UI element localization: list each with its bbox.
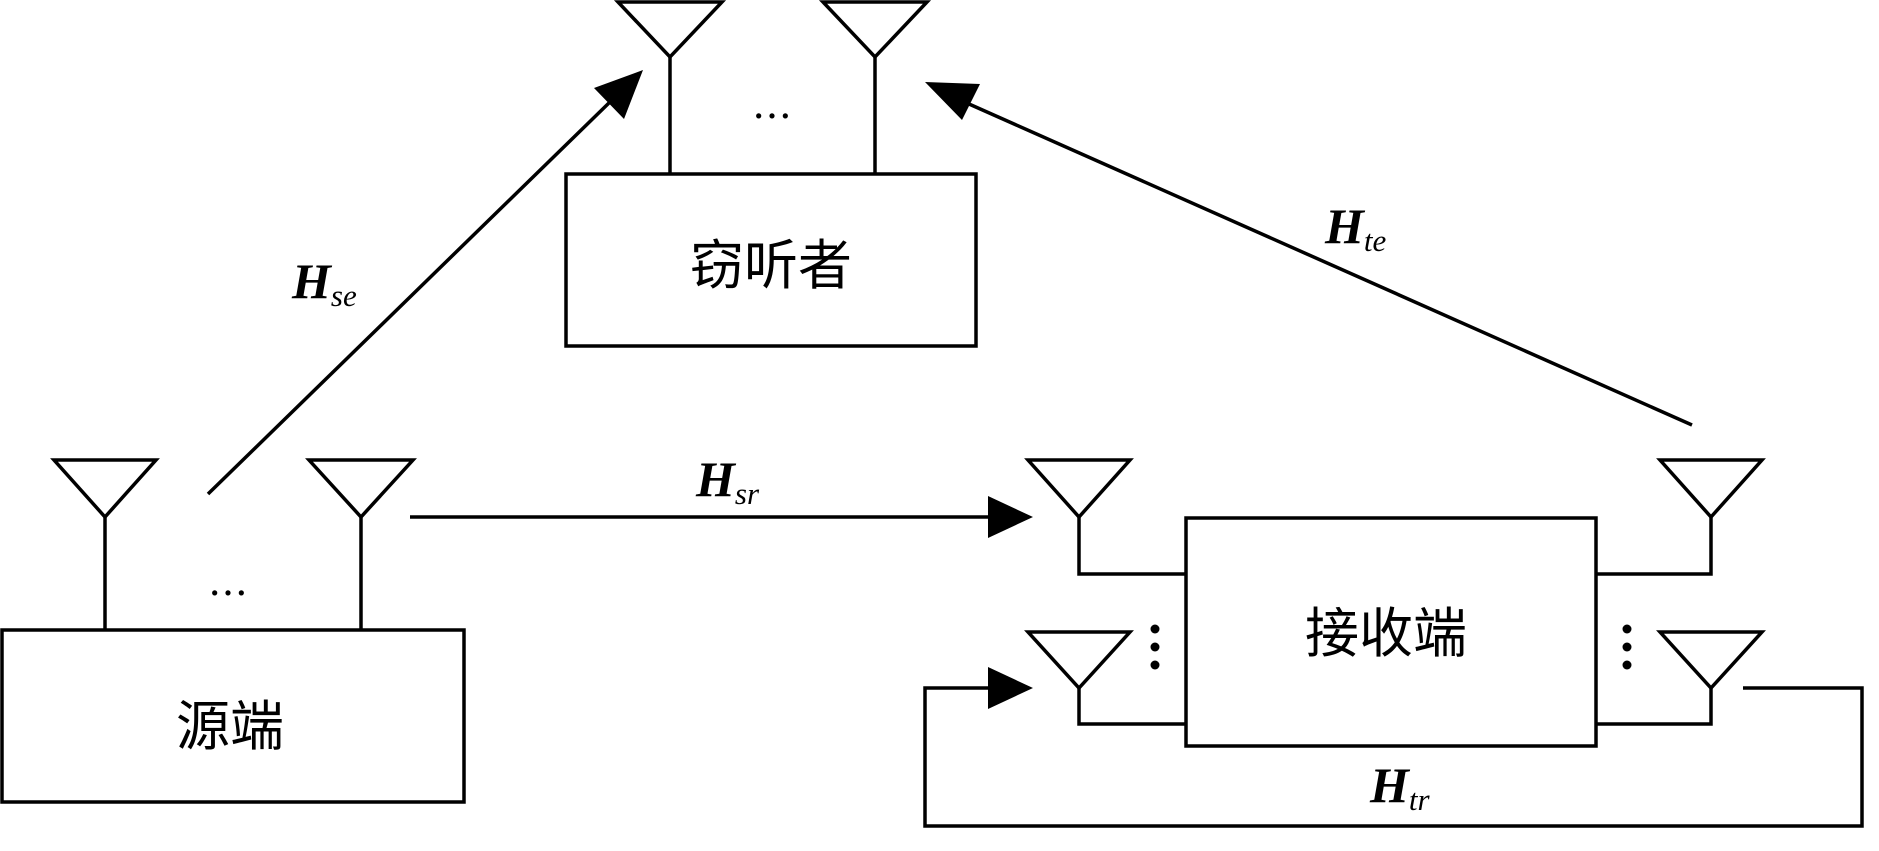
channel-h-tr: Htr [923,667,1864,828]
antenna-icon [1024,630,1134,691]
h-sr-subscript: sr [735,476,760,511]
arrow-head-icon [925,82,980,120]
channel-h-se: Hse [206,70,643,496]
source-box [0,628,466,804]
antenna-icon [1024,458,1134,520]
antenna-icon [305,458,417,520]
receiver-box [1184,516,1598,748]
eavesdropper-antenna-2 [818,0,932,174]
channel-h-sr: Hsr [410,451,1033,538]
h-te-label: Hte [1324,198,1387,258]
h-tr-subscript: tr [1409,782,1431,817]
h-te-subscript: te [1364,223,1387,258]
eavesdropper-label: 窃听者 [690,234,852,297]
receiver-right-vertical-ellipsis [1622,624,1632,670]
receiver-right-antenna-2 [1596,630,1766,726]
eavesdropper-node: 窃听者 … [564,0,978,348]
h-tr-label: Htr [1369,757,1431,817]
h-te-symbol: H [1324,198,1366,254]
h-tr-symbol: H [1369,757,1411,813]
source-antenna-1 [50,458,160,630]
eavesdropper-antenna-1 [613,0,727,174]
h-se-symbol: H [291,253,333,309]
h-se-subscript: se [331,278,357,313]
receiver-left-antenna-2 [1024,630,1186,726]
antenna-icon [1656,458,1766,520]
eavesdropper-antenna-ellipsis: … [752,82,792,128]
source-antenna-ellipsis: … [208,559,248,605]
h-sr-symbol: H [695,451,737,507]
receiver-left-vertical-ellipsis [1150,624,1160,670]
source-node: 源端 … [0,458,466,804]
channel-h-te: Hte [925,82,1693,427]
receiver-label: 接收端 [1305,602,1467,665]
h-sr-label: Hsr [695,451,760,511]
receiver-right-antenna-1 [1596,458,1766,576]
h-se-arrow-line [206,98,614,496]
receiver-left-antenna-1 [1024,458,1186,576]
arrow-head-icon [988,496,1033,538]
receiver-node: 接收端 [1024,458,1766,748]
h-se-label: Hse [291,253,357,313]
antenna-icon [1656,630,1766,691]
eavesdropper-box [564,172,978,348]
arrow-head-icon [594,70,643,119]
h-tr-loop-line [923,686,1864,828]
source-label: 源端 [176,695,284,758]
antenna-icon [50,458,160,520]
arrow-head-icon [988,667,1033,709]
h-te-arrow-line [959,98,1693,427]
antenna-icon [818,0,932,60]
source-antenna-2 [305,458,417,630]
antenna-icon [613,0,727,60]
